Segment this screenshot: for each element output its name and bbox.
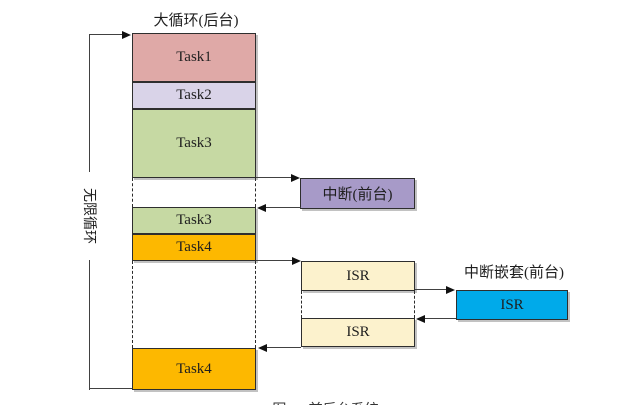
loop-line-top	[89, 34, 123, 35]
isr-label: ISR	[346, 324, 370, 340]
task-label: Task3	[176, 135, 212, 151]
isr-label: ISR	[500, 296, 524, 313]
infinite-loop-label: 无限循环	[81, 188, 96, 244]
loop-line-vertical-lower	[89, 260, 90, 390]
arrowhead-left-icon	[257, 203, 266, 212]
arrowhead-left-icon	[416, 314, 425, 323]
column-suspended-gap-1	[132, 178, 256, 207]
task-box-task2: Task2	[132, 82, 256, 109]
task-box-task1: Task1	[132, 33, 256, 82]
task-label: Task3	[176, 212, 212, 228]
isr-label: ISR	[346, 267, 370, 284]
interrupt-label: 中断(前台)	[322, 187, 393, 203]
arrow-interrupt-to-task3	[265, 207, 301, 208]
task-label: Task4	[176, 239, 212, 255]
task-box-task3: Task3	[132, 109, 256, 178]
column-suspended-gap-2	[132, 261, 256, 348]
task-label: Task2	[176, 87, 212, 103]
big-loop-title: 大循环(后台)	[153, 13, 239, 29]
arrowhead-right-icon	[292, 256, 301, 265]
arrow-task3-to-interrupt	[256, 177, 293, 178]
loop-arrowhead-icon	[122, 30, 131, 39]
arrowhead-right-icon	[446, 285, 455, 294]
caption-partial: 图1-1 前后台系统	[238, 399, 413, 405]
interrupt-box: 中断(前台)	[300, 178, 415, 209]
arrow-task4-to-isr	[256, 260, 294, 261]
loop-line-bottom	[89, 388, 134, 389]
arrowhead-left-icon	[258, 343, 267, 352]
loop-line-vertical-upper	[89, 35, 90, 172]
nested-isr-box: ISR	[456, 290, 568, 320]
arrow-nested-isr-to-isr	[424, 318, 456, 319]
task-box-task4-resumed: Task4	[132, 348, 256, 390]
arrow-isr-to-task4	[266, 347, 301, 348]
nested-interrupt-title: 中断嵌套(前台)	[464, 265, 564, 281]
task-label: Task1	[176, 49, 212, 65]
task-box-task4: Task4	[132, 234, 256, 261]
task-label: Task4	[176, 360, 212, 377]
isr-suspended-gap	[301, 291, 415, 318]
task-box-task3-resumed: Task3	[132, 207, 256, 234]
isr-box-2: ISR	[301, 318, 415, 347]
arrow-isr-to-nested-isr	[415, 289, 448, 290]
arrowhead-right-icon	[291, 173, 300, 182]
isr-box-1: ISR	[301, 261, 415, 291]
